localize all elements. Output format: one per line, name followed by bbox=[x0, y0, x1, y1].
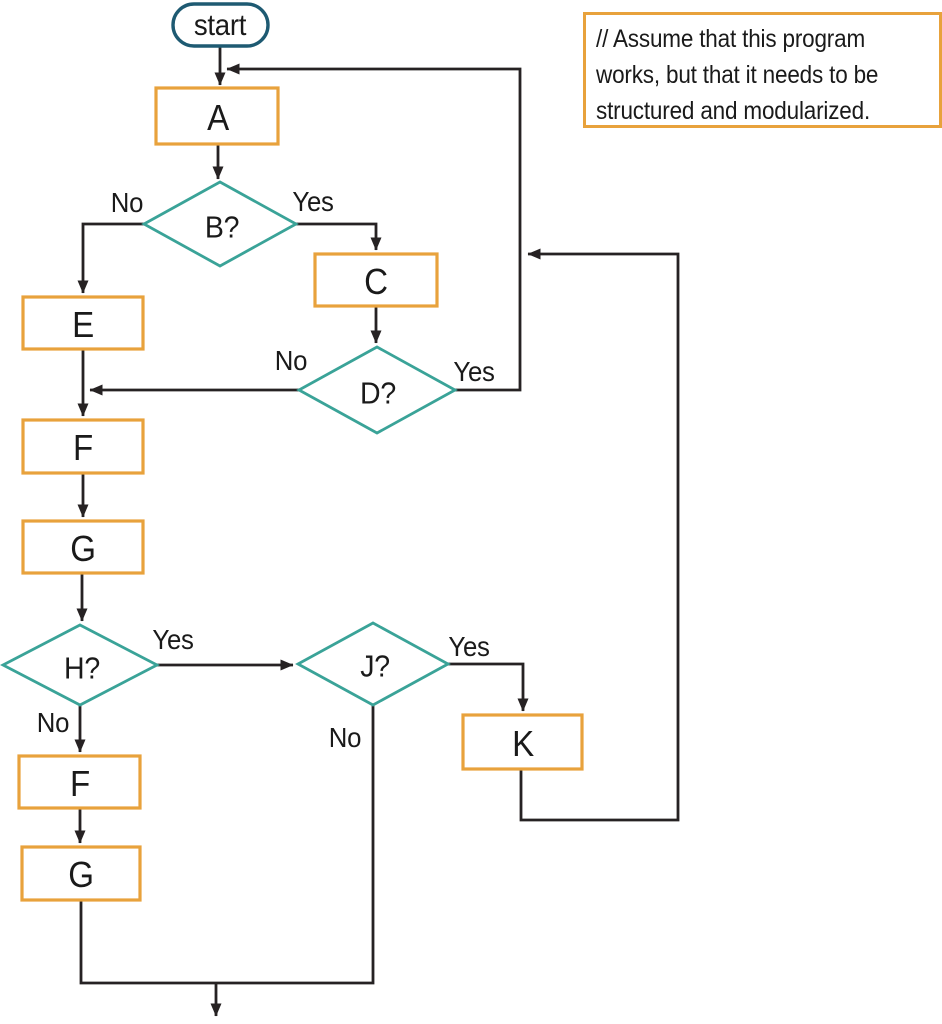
process-k-shape bbox=[461, 713, 584, 771]
process-f1-shape bbox=[21, 418, 145, 475]
comment-line-3: structured and modularized. bbox=[596, 97, 871, 125]
decision-d-shape bbox=[296, 345, 458, 435]
process-e-label: E bbox=[72, 304, 94, 345]
branch-label-d-no: No bbox=[274, 345, 308, 376]
edge-j-no-bottom-merge bbox=[79, 705, 375, 985]
decision-h-shape bbox=[0, 623, 161, 707]
process-g2-label: G bbox=[68, 854, 94, 895]
process-f1-label: F bbox=[73, 427, 93, 468]
process-a-shape bbox=[154, 86, 280, 146]
comment-text: // Assume that this program works, but t… bbox=[596, 21, 936, 129]
edge-b-no-to-e bbox=[77, 222, 144, 294]
edge-j-yes-to-k bbox=[448, 662, 529, 712]
edge-k-return-loop bbox=[519, 248, 680, 822]
decision-j-label: J? bbox=[360, 648, 390, 684]
process-g2-shape bbox=[20, 845, 142, 902]
edge-d-yes-return-to-top bbox=[226, 63, 522, 392]
comment-line-1: // Assume that this program bbox=[596, 25, 866, 53]
process-a-label: A bbox=[207, 97, 229, 138]
decision-b-shape bbox=[141, 180, 299, 268]
process-g1-shape bbox=[21, 519, 145, 575]
branch-label-h-yes: Yes bbox=[152, 624, 194, 655]
branch-label-b-yes: Yes bbox=[292, 186, 334, 217]
comment-line-2: works, but that it needs to be bbox=[596, 61, 879, 89]
comment-box: // Assume that this program works, but t… bbox=[583, 12, 942, 128]
process-f2-label: F bbox=[70, 763, 90, 804]
edge-b-yes-to-c bbox=[296, 222, 382, 251]
start-label: start bbox=[193, 9, 247, 42]
decision-b-label: B? bbox=[204, 209, 240, 245]
process-c-label: C bbox=[364, 261, 388, 302]
process-f2-shape bbox=[17, 754, 142, 810]
process-e-shape bbox=[21, 295, 145, 351]
start-terminator-shape bbox=[171, 2, 270, 48]
process-c-shape bbox=[313, 252, 439, 308]
decision-h-label: H? bbox=[64, 650, 100, 686]
process-k-label: K bbox=[512, 723, 534, 764]
branch-label-j-yes: Yes bbox=[448, 631, 490, 662]
branch-label-j-no: No bbox=[328, 722, 362, 753]
process-g1-label: G bbox=[70, 528, 96, 569]
branch-label-d-yes: Yes bbox=[453, 356, 495, 387]
branch-label-b-no: No bbox=[110, 187, 144, 218]
decision-d-label: D? bbox=[360, 375, 396, 411]
branch-label-h-no: No bbox=[36, 707, 70, 738]
decision-j-shape bbox=[295, 621, 451, 707]
